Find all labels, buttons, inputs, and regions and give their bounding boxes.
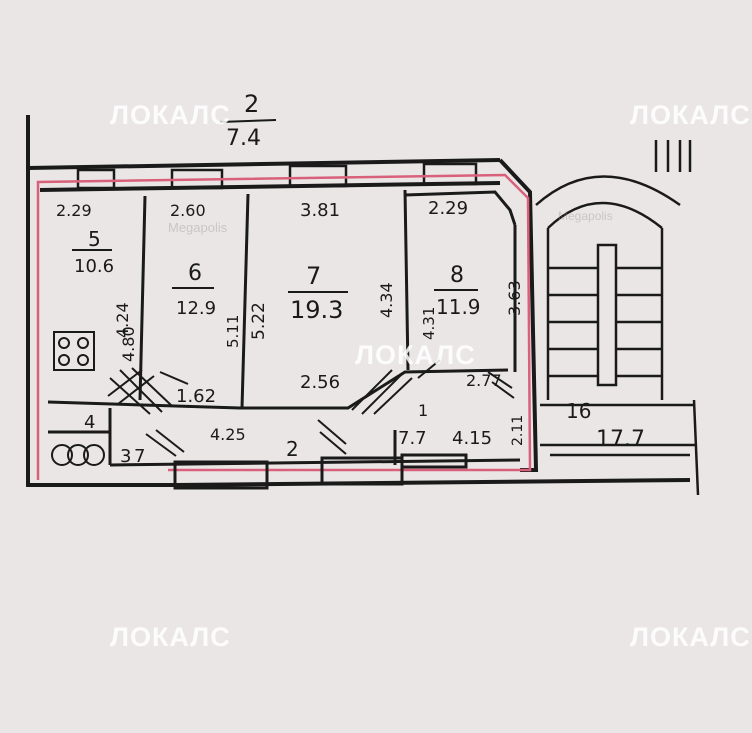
room-7-area: 19.3 <box>290 296 343 324</box>
windows <box>76 162 478 190</box>
side-dimension: 2.11 <box>510 415 526 446</box>
room-8-depth2: 4.31 <box>420 307 438 340</box>
bath-suffix: 7 <box>134 446 145 467</box>
watermark-bottom-right: ЛОКАЛС <box>630 622 751 652</box>
stair-number: 2 <box>244 90 259 118</box>
washbasin-icon <box>51 444 105 466</box>
bath-label: 3 <box>120 446 131 467</box>
watermark-bottom-left: ЛОКАЛС <box>110 622 231 652</box>
room-5-number: 5 <box>88 227 101 251</box>
room-7-depth2: 4.34 <box>377 282 396 318</box>
room-8-number: 8 <box>450 263 464 288</box>
room-8-area: 11.9 <box>436 295 481 319</box>
watermark-top-left: ЛОКАЛС <box>110 100 231 130</box>
stair-length: 7.4 <box>226 126 261 151</box>
room-6-width: 2.60 <box>170 201 206 220</box>
hatching <box>107 359 515 457</box>
apartment-outline <box>36 173 532 480</box>
room-1-length: 4.15 <box>452 428 492 449</box>
room-1-label: 1 <box>418 401 428 420</box>
ghost-brand-2: Megapolis <box>558 209 613 223</box>
room-6-depth2: 5.11 <box>224 315 242 348</box>
room-2-label: 2 <box>286 437 299 461</box>
wc-width-label: 4.25 <box>210 425 246 444</box>
corridor-b-label: 2.56 <box>300 372 340 393</box>
staircase-area: 17.7 <box>596 427 645 452</box>
room-8-depth: 3.63 <box>505 280 524 316</box>
watermark-top-right: ЛОКАЛС <box>630 100 751 130</box>
corridor-a-label: 1.62 <box>176 386 216 407</box>
ghost-brand-1: Megapolis <box>168 220 228 235</box>
room-1-area: 7.7 <box>398 428 427 449</box>
stove-icon <box>53 331 95 371</box>
staircase-number: 16 <box>566 399 591 423</box>
room-7-depth: 5.22 <box>249 302 269 340</box>
room-5-depth: 4.24 <box>113 302 132 338</box>
staircase <box>535 140 700 496</box>
walls <box>26 115 691 487</box>
kitchen-label: 4 <box>84 412 95 433</box>
stair-fraction-line <box>219 119 277 123</box>
room-6-area: 12.9 <box>176 298 216 319</box>
room-7-width: 3.81 <box>300 200 340 221</box>
corridor-c-label: 2.77 <box>466 371 502 390</box>
room-5-width: 2.29 <box>56 201 92 220</box>
room-5-area: 10.6 <box>74 256 114 277</box>
room-8-width: 2.29 <box>428 198 468 219</box>
partitions <box>47 189 517 465</box>
room-6-depth: 4.80 <box>119 326 138 362</box>
watermark-center: ЛОКАЛС <box>355 340 476 370</box>
room-6-number: 6 <box>188 261 202 286</box>
room-7-number: 7 <box>306 262 321 290</box>
bottom-wall <box>109 453 521 490</box>
